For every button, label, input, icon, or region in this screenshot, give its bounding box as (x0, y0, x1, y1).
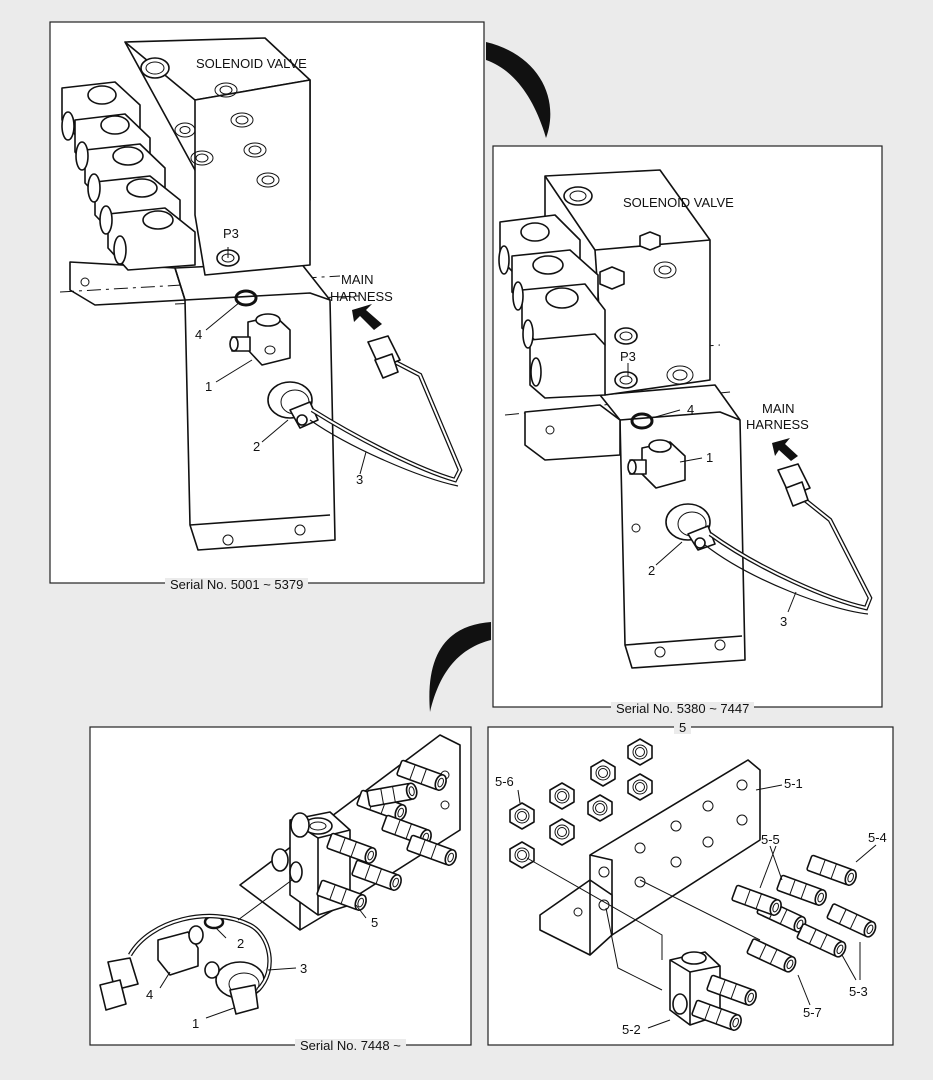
panel-b-callout-4: 4 (687, 402, 695, 417)
panel-a-harness-line2: HARNESS (330, 289, 393, 304)
panel-b-title: SOLENOID VALVE (623, 195, 734, 210)
panel-d-drawing (509, 738, 879, 1033)
panel-d-callout-5-3: 5-3 (849, 984, 868, 999)
panel-d-callout-5-2: 5-2 (622, 1022, 641, 1037)
panel-b-drawing (498, 169, 873, 669)
panel-d-callout-5-6: 5-6 (495, 774, 514, 789)
panel-c-caption: Serial No. 7448 ~ (295, 1039, 406, 1052)
panel-a-drawing (59, 37, 463, 551)
panel-c-callout-5: 5 (371, 915, 379, 930)
panel-a-harness-line1: MAIN (341, 272, 374, 287)
panel-c-callout-4: 4 (146, 987, 154, 1002)
panel-c-callout-2: 2 (237, 936, 245, 951)
panel-a-title: SOLENOID VALVE (196, 56, 307, 71)
panel-b-harness-line1: MAIN (762, 401, 795, 416)
panel-a-callout-2: 2 (253, 439, 261, 454)
panel-b-callout-3: 3 (780, 614, 788, 629)
panel-d-header: 5 (674, 721, 692, 734)
panel-c-callout-3: 3 (300, 961, 308, 976)
panel-b-callout-1: 1 (706, 450, 714, 465)
panel-b-to-c-arrow (429, 622, 491, 712)
panel-d-callout-5-4: 5-4 (868, 830, 887, 845)
panel-d-callout-5-7: 5-7 (803, 1005, 822, 1020)
panel-c-callout-1: 1 (192, 1016, 200, 1031)
panel-c-drawing (99, 734, 461, 1019)
panel-b-caption: Serial No. 5380 ~ 7447 (611, 702, 755, 715)
panel-b-harness-line2: HARNESS (746, 417, 809, 432)
panel-b-callout-2: 2 (648, 563, 656, 578)
panel-a-port-label: P3 (223, 226, 239, 241)
panel-b-port-label: P3 (620, 349, 636, 364)
panel-a-caption: Serial No. 5001 ~ 5379 (165, 578, 309, 591)
panel-d-callout-5-1: 5-1 (784, 776, 803, 791)
panel-a-callout-1: 1 (205, 379, 213, 394)
panel-a-to-b-arrow (486, 42, 551, 138)
panel-d-callout-5-5: 5-5 (761, 832, 780, 847)
panel-a-callout-4: 4 (195, 327, 203, 342)
panel-a-callout-3: 3 (356, 472, 364, 487)
